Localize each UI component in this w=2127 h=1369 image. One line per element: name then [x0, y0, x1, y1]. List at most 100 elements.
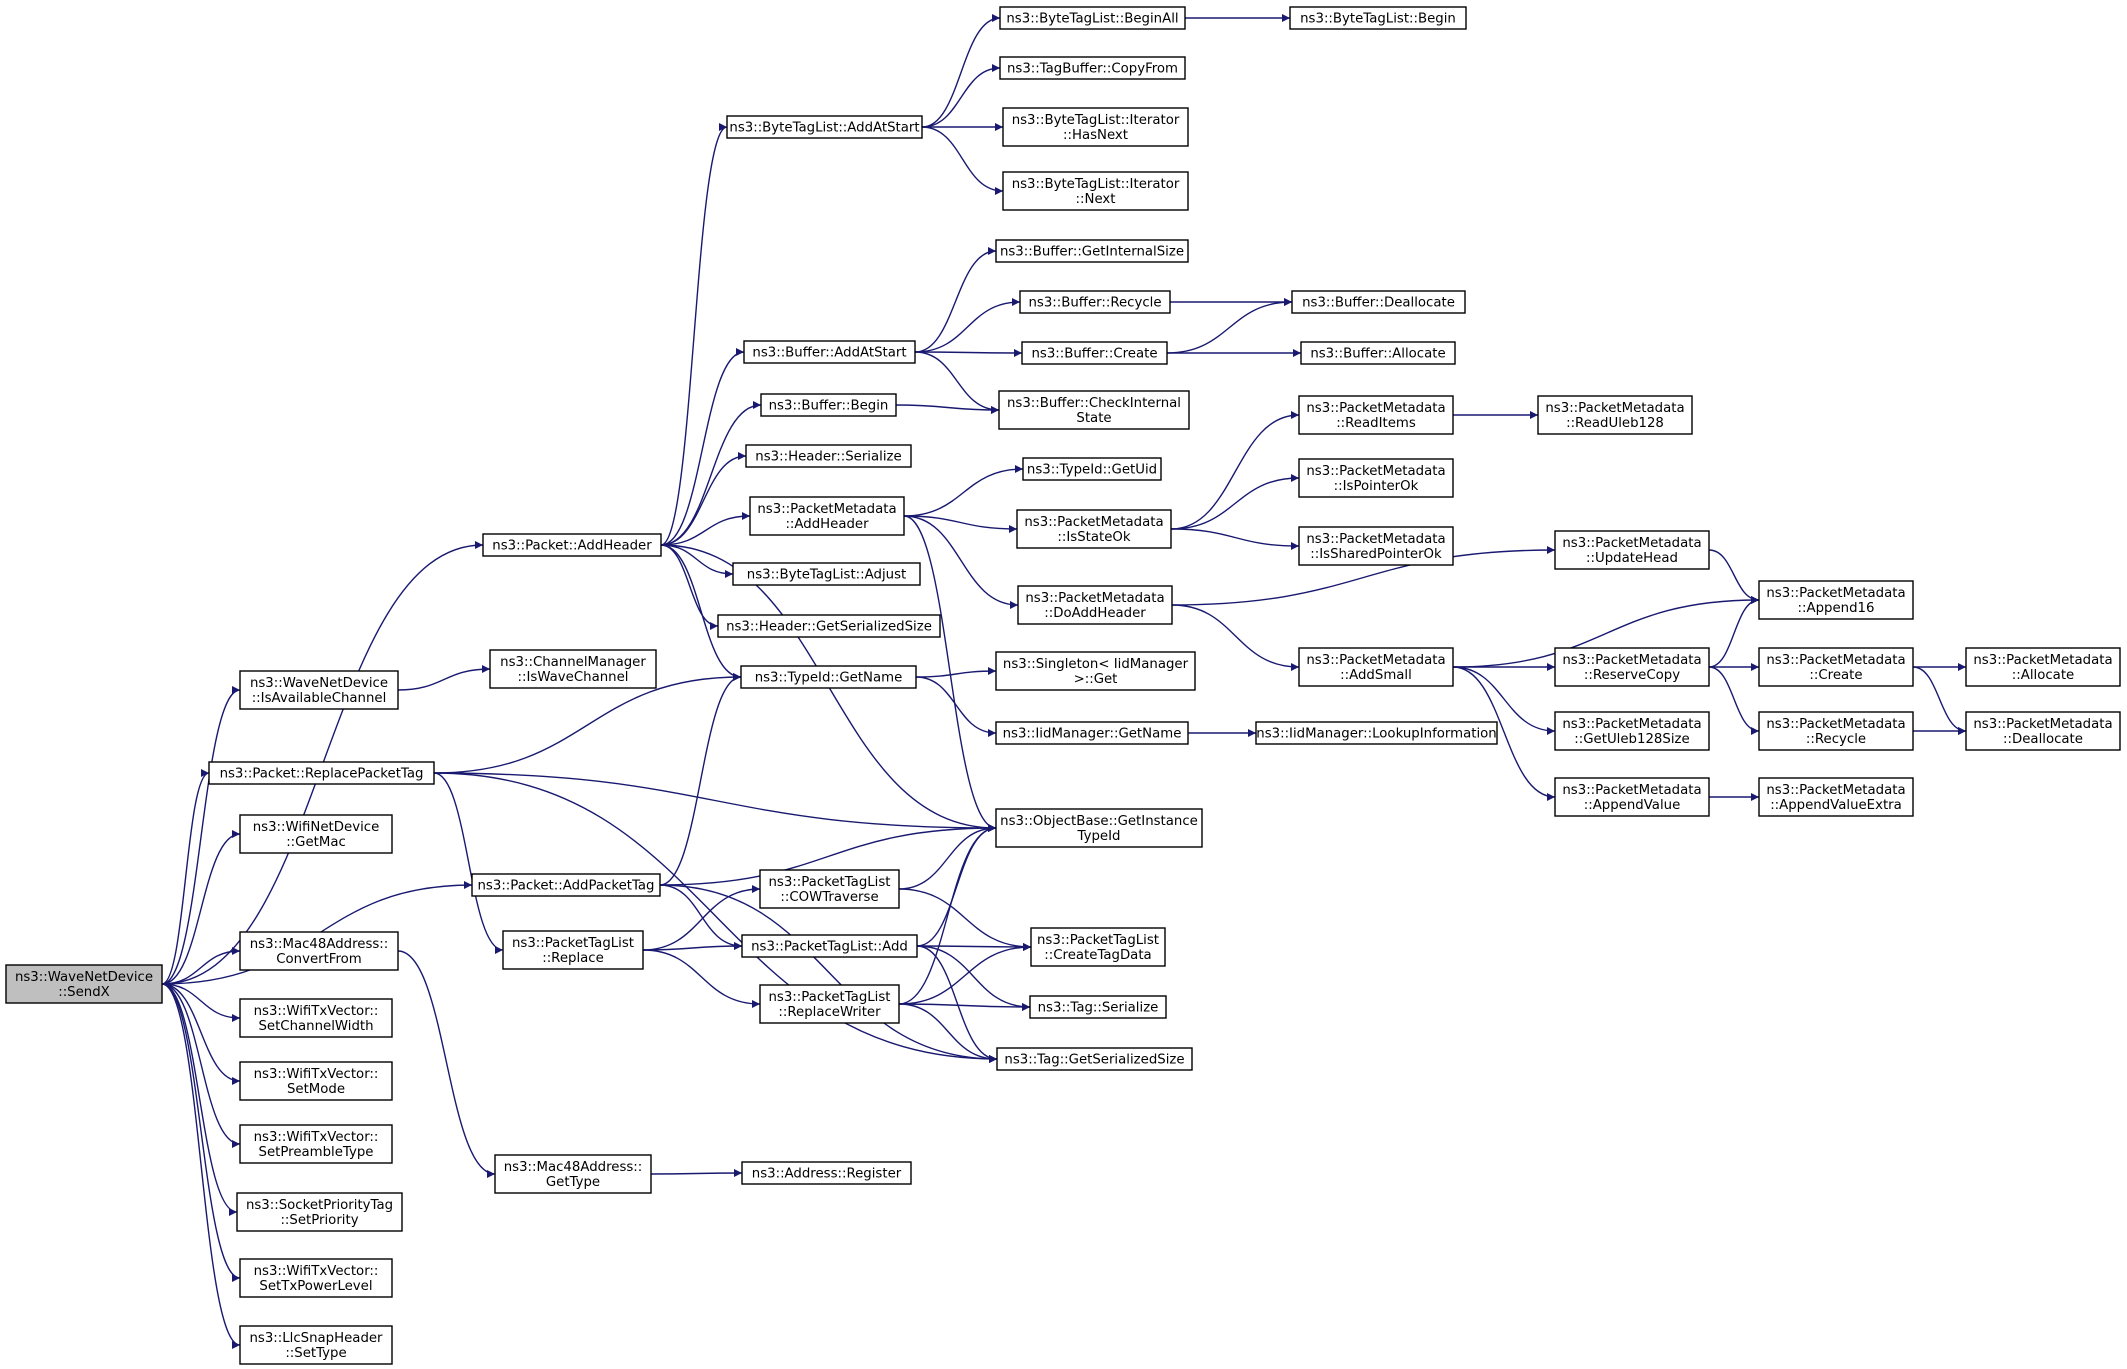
node-ptl-createtag[interactable]: ns3::PacketTagList::CreateTagData	[1030, 927, 1166, 967]
node-pm-allocate[interactable]: ns3::PacketMetadata::Allocate	[1965, 647, 2121, 687]
node-btl-adjust[interactable]: ns3::ByteTagList::Adjust	[732, 562, 921, 586]
edge-pm_reservecopy-to-pm_append16	[1708, 596, 1760, 668]
node-add-ptag[interactable]: ns3::Packet::AddPacketTag	[471, 873, 661, 897]
node-pm-readuleb[interactable]: ns3::PacketMetadata::ReadUleb128	[1537, 395, 1693, 435]
node-pm-addsmall[interactable]: ns3::PacketMetadata::AddSmall	[1298, 647, 1454, 687]
node-addr-register[interactable]: ns3::Address::Register	[741, 1161, 912, 1185]
node-box	[759, 984, 900, 1024]
node-ptl-replace[interactable]: ns3::PacketTagList::Replace	[502, 930, 644, 970]
node-label: ::IsStateOk	[1057, 530, 1130, 545]
node-add-header[interactable]: ns3::Packet::AddHeader	[482, 533, 662, 557]
node-pm-updatehead[interactable]: ns3::PacketMetadata::UpdateHead	[1554, 530, 1710, 570]
node-btl-begin[interactable]: ns3::ByteTagList::Begin	[1289, 6, 1467, 30]
node-tag-serialize[interactable]: ns3::Tag::Serialize	[1029, 995, 1167, 1019]
node-pm-appendvalue[interactable]: ns3::PacketMetadata::AppendValue	[1554, 777, 1710, 817]
node-it-hasnext[interactable]: ns3::ByteTagList::Iterator::HasNext	[1002, 107, 1189, 147]
node-label: ns3::Packet::AddPacketTag	[478, 879, 655, 894]
node-label: ::Create	[1809, 668, 1862, 683]
node-pm-issharedok[interactable]: ns3::PacketMetadata::IsSharedPointerOk	[1298, 526, 1454, 566]
node-typeid-getname[interactable]: ns3::TypeId::GetName	[740, 665, 917, 689]
edge-btl_addatstart-to-it_next	[921, 126, 1004, 195]
node-tag-getsize[interactable]: ns3::Tag::GetSerializedSize	[996, 1047, 1193, 1071]
edge-buf_create-to-buf_dealloc	[1166, 298, 1293, 354]
node-label: ns3::WifiTxVector::	[254, 1067, 379, 1082]
node-replacewriter[interactable]: ns3::PacketTagList::ReplaceWriter	[759, 984, 900, 1024]
node-box	[745, 444, 912, 468]
node-box	[1255, 721, 1498, 745]
node-typeid-getuid[interactable]: ns3::TypeId::GetUid	[1022, 457, 1162, 481]
node-setprio[interactable]: ns3::SocketPriorityTag::SetPriority	[236, 1192, 403, 1232]
node-buf-dealloc[interactable]: ns3::Buffer::Deallocate	[1291, 290, 1466, 314]
node-box	[236, 1192, 403, 1232]
node-buf-create[interactable]: ns3::Buffer::Create	[1021, 341, 1168, 365]
node-it-next[interactable]: ns3::ByteTagList::Iterator::Next	[1002, 171, 1189, 211]
node-label: ns3::Address::Register	[752, 1167, 902, 1182]
node-convertfrom[interactable]: ns3::Mac48Address::ConvertFrom	[239, 931, 399, 971]
node-label: ns3::PacketMetadata	[1562, 653, 1701, 668]
node-pm-appendextra[interactable]: ns3::PacketMetadata::AppendValueExtra	[1758, 777, 1914, 817]
node-pm-reservecopy[interactable]: ns3::PacketMetadata::ReserveCopy	[1554, 647, 1710, 687]
node-label: ::AddSmall	[1340, 668, 1412, 683]
node-ptl-add[interactable]: ns3::PacketTagList::Add	[741, 934, 918, 958]
node-pm-doaddheader[interactable]: ns3::PacketMetadata::DoAddHeader	[1017, 585, 1173, 625]
node-pm-isstateok[interactable]: ns3::PacketMetadata::IsStateOk	[1016, 509, 1172, 549]
node-label: SetPreambleType	[259, 1145, 374, 1160]
edge-ptl_replace-to-ptl_add	[642, 942, 743, 951]
edge-pm_addsmall-to-pm_append16	[1452, 596, 1760, 668]
edge-add_ptag-to-ptl_add	[659, 884, 743, 950]
edge-pm_doaddheader-to-pm_updatehead	[1171, 546, 1556, 606]
node-getmac[interactable]: ns3::WifiNetDevice::GetMac	[239, 814, 393, 854]
node-label: ns3::IidManager::GetName	[1003, 727, 1182, 742]
node-box	[1758, 777, 1914, 817]
node-preamble[interactable]: ns3::WifiTxVector::SetPreambleType	[239, 1124, 393, 1164]
node-cowtraverse[interactable]: ns3::PacketTagList::COWTraverse	[759, 869, 900, 909]
node-buf-begin[interactable]: ns3::Buffer::Begin	[760, 393, 897, 417]
node-buf-recycle[interactable]: ns3::Buffer::Recycle	[1019, 290, 1171, 314]
node-iid-lookup[interactable]: ns3::IidManager::LookupInformation	[1255, 721, 1498, 745]
node-buf-addatstart[interactable]: ns3::Buffer::AddAtStart	[743, 340, 916, 364]
node-mac-gettype[interactable]: ns3::Mac48Address::GetType	[494, 1154, 652, 1194]
edge-add_header-to-buf_addatstart	[660, 348, 745, 546]
node-btl-addatstart[interactable]: ns3::ByteTagList::AddAtStart	[726, 115, 923, 139]
node-txpower[interactable]: ns3::WifiTxVector::SetTxPowerLevel	[239, 1258, 393, 1298]
node-is-avail[interactable]: ns3::WaveNetDevice::IsAvailableChannel	[239, 670, 399, 710]
node-hdr-getsize[interactable]: ns3::Header::GetSerializedSize	[717, 614, 941, 638]
node-pm-readitems[interactable]: ns3::PacketMetadata::ReadItems	[1298, 395, 1454, 435]
node-buf-alloc[interactable]: ns3::Buffer::Allocate	[1300, 341, 1456, 365]
node-settype[interactable]: ns3::LlcSnapHeader::SetType	[239, 1325, 393, 1365]
edge-add_ptag-to-tag_getsize	[659, 884, 998, 1063]
node-btl-beginall[interactable]: ns3::ByteTagList::BeginAll	[999, 6, 1186, 30]
node-hdr-serialize[interactable]: ns3::Header::Serialize	[745, 444, 912, 468]
node-pm-deallocate[interactable]: ns3::PacketMetadata::Deallocate	[1965, 711, 2121, 751]
node-label: ::IsWaveChannel	[518, 670, 629, 685]
node-label: ::UpdateHead	[1586, 551, 1678, 566]
node-singleton-get[interactable]: ns3::Singleton< IidManager>::Get	[995, 651, 1196, 691]
node-pm-addheader[interactable]: ns3::PacketMetadata::AddHeader	[749, 496, 905, 536]
node-pm-ispointerok[interactable]: ns3::PacketMetadata::IsPointerOk	[1298, 458, 1454, 498]
node-pm-create[interactable]: ns3::PacketMetadata::Create	[1758, 647, 1914, 687]
node-label: ns3::PacketMetadata	[1562, 717, 1701, 732]
node-replace-ptag[interactable]: ns3::Packet::ReplacePacketTag	[208, 761, 435, 785]
node-label: TypeId	[1077, 829, 1121, 844]
edge-sendx-to-settype	[161, 983, 241, 1349]
node-iswave[interactable]: ns3::ChannelManager::IsWaveChannel	[489, 649, 657, 689]
node-iid-getname[interactable]: ns3::IidManager::GetName	[995, 721, 1189, 745]
node-buf-getinternal[interactable]: ns3::Buffer::GetInternalSize	[995, 239, 1189, 263]
node-pm-getuleb[interactable]: ns3::PacketMetadata::GetUleb128Size	[1554, 711, 1710, 751]
edge-pm_addheader-to-pm_doaddheader	[903, 515, 1019, 609]
node-tb-copyfrom[interactable]: ns3::TagBuffer::CopyFrom	[999, 56, 1186, 80]
node-chwidth[interactable]: ns3::WifiTxVector::SetChannelWidth	[239, 998, 393, 1038]
node-setmode[interactable]: ns3::WifiTxVector::SetMode	[239, 1061, 393, 1101]
node-label: ns3::ByteTagList::Adjust	[747, 568, 906, 583]
edge-pm_addheader-to-pm_isstateok	[903, 515, 1018, 533]
node-pm-append16[interactable]: ns3::PacketMetadata::Append16	[1758, 580, 1914, 620]
node-label: ns3::Buffer::Begin	[769, 399, 889, 414]
node-label: ns3::ByteTagList::AddAtStart	[729, 121, 919, 136]
node-box	[239, 1258, 393, 1298]
node-sendx[interactable]: ns3::WaveNetDevice::SendX	[5, 964, 163, 1004]
node-box	[741, 934, 918, 958]
node-pm-recycle[interactable]: ns3::PacketMetadata::Recycle	[1758, 711, 1914, 751]
node-label: ::Deallocate	[2003, 732, 2083, 747]
